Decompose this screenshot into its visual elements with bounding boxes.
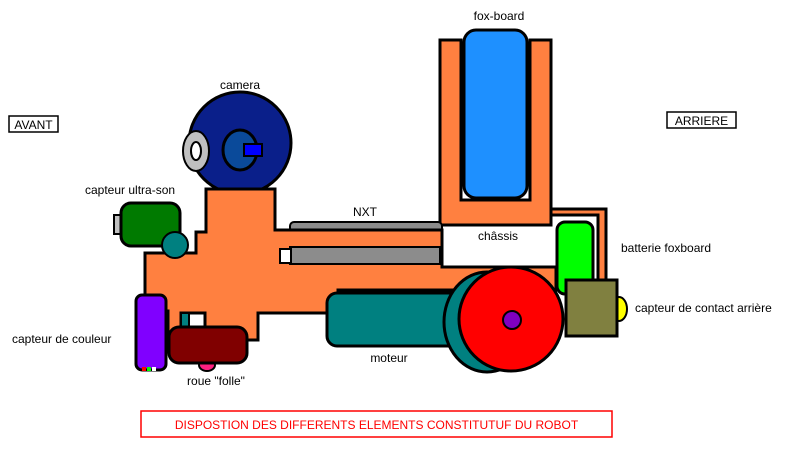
front-label: AVANT — [14, 118, 53, 132]
nxt-gap — [279, 248, 292, 264]
wheel-axle — [502, 310, 522, 330]
fox-board-label: fox-board — [474, 9, 525, 23]
camera-label: camera — [220, 78, 260, 92]
nxt-label: NXT — [353, 205, 378, 219]
color-sensor-led-green — [147, 367, 151, 371]
motor-label: moteur — [370, 351, 407, 365]
rear-contact-sensor — [564, 278, 619, 338]
rear-label: ARRIERE — [675, 114, 728, 128]
rear-contact-label: capteur de contact arrière — [635, 301, 772, 315]
foxboard-battery-label: batterie foxboard — [621, 241, 711, 255]
ultrasonic-label: capteur ultra-son — [85, 183, 175, 197]
chassis-upright — [438, 38, 553, 227]
rear-label-box: ARRIERE — [666, 111, 737, 129]
title-box: DISPOSTION DES DIFFERENTS ELEMENTS CONST… — [140, 410, 613, 438]
color-sensor — [134, 293, 168, 372]
motor — [325, 291, 463, 348]
ultrasonic-sensor — [113, 201, 189, 259]
chassis-label: châssis — [478, 229, 518, 243]
diagram-title: DISPOSTION DES DIFFERENTS ELEMENTS CONST… — [175, 418, 579, 432]
fox-board — [462, 28, 529, 200]
caster-wheel-body — [167, 325, 249, 365]
caster-wheel — [167, 325, 249, 372]
nxt-bar-bottom — [289, 246, 441, 265]
color-sensor-led-white — [152, 367, 156, 371]
camera-indicator — [243, 143, 263, 157]
color-sensor-body — [134, 293, 168, 372]
color-sensor-label: capteur de couleur — [12, 332, 111, 346]
caster-wheel-label: roue "folle" — [187, 374, 245, 388]
front-label-box: AVANT — [8, 115, 59, 133]
ultrasonic-eye — [161, 231, 189, 259]
camera — [182, 90, 293, 196]
camera-left-lens-inner — [190, 141, 202, 161]
color-sensor-led-red — [142, 367, 146, 371]
